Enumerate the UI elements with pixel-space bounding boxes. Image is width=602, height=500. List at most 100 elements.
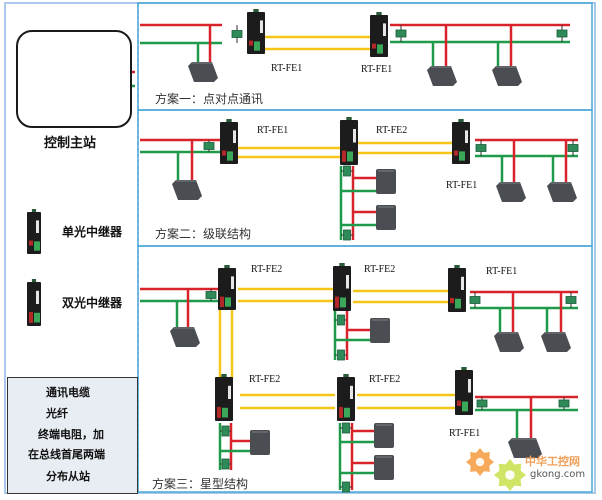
repeater-port-red <box>220 296 224 308</box>
terminal-resistor-icon <box>558 399 570 408</box>
repeater-terminal-green <box>227 151 233 161</box>
repeater-top-connector <box>221 374 227 377</box>
repeater-label-strip <box>228 385 231 399</box>
terminal-resistor-icon <box>342 422 350 434</box>
repeater-port-red <box>335 296 339 308</box>
legend-resistor-note: 在总线首尾两端 <box>28 448 105 461</box>
device-label: RT-FE1 <box>361 64 393 75</box>
repeater-port-red <box>450 297 454 304</box>
device-label: RT-FE2 <box>369 374 401 385</box>
repeater-terminal-green <box>459 151 465 161</box>
terminal-resistor-icon <box>565 296 577 304</box>
repeater-top-connector <box>458 119 464 122</box>
repeater-terminal-green <box>344 407 350 418</box>
repeater-label-strip <box>461 276 464 290</box>
slave-station-icon <box>508 438 542 458</box>
device-label: RT-FE2 <box>364 264 396 275</box>
terminal-resistor-icon <box>469 296 481 304</box>
slave-station-icon <box>494 332 524 352</box>
host-station-frame <box>16 30 132 128</box>
repeater-terminal-green <box>222 407 228 418</box>
repeater-top-connector <box>461 367 467 370</box>
slave-station-icon <box>374 455 394 480</box>
repeater-terminal-green <box>347 151 353 162</box>
repeater-top-connector <box>339 263 345 266</box>
repeater-label-strip <box>468 379 471 393</box>
scheme-2-title: 方案二：级联结构 <box>155 227 252 241</box>
repeater-label-strip <box>260 20 263 33</box>
gear-hole <box>475 457 485 467</box>
scheme-3-panel <box>137 245 593 493</box>
slave-station-icon <box>250 430 270 455</box>
slave-station-icon <box>376 169 396 194</box>
repeater-label-strip <box>36 220 39 233</box>
gear-hole <box>505 470 515 480</box>
legend-comm-cable-label: 通讯电缆 <box>46 386 90 399</box>
watermark-en: gkong.com <box>530 469 586 480</box>
repeater-label-strip <box>233 130 236 143</box>
repeater-label-strip <box>465 130 468 143</box>
slave-station-icon <box>170 327 200 347</box>
slave-station-icon <box>492 66 522 86</box>
terminal-resistor-icon <box>556 29 568 38</box>
repeater-terminal-green <box>340 297 346 308</box>
scheme-3-title: 方案三：星型结构 <box>152 477 249 491</box>
terminal-resistor-icon <box>205 291 217 299</box>
slave-station-icon <box>541 332 571 352</box>
single-repeater-label: 单光中继器 <box>62 225 123 239</box>
repeater-label-strip <box>350 385 353 399</box>
device-label: RT-FE1 <box>449 428 481 439</box>
device-label: RT-FE2 <box>251 264 283 275</box>
repeater-port-red <box>372 43 376 49</box>
slave-station-icon <box>172 180 202 200</box>
device-label: RT-FE1 <box>257 125 289 136</box>
device-label: RT-FE1 <box>271 63 303 74</box>
repeater-port-red <box>29 240 33 246</box>
repeater-top-connector <box>224 265 230 268</box>
terminal-resistor-icon <box>203 142 215 150</box>
device-label: RT-FE1 <box>486 266 518 277</box>
repeater-top-connector <box>31 209 37 212</box>
repeater-port-red <box>457 400 461 406</box>
terminal-resistor-icon <box>231 30 243 38</box>
repeater-terminal-green <box>34 312 40 323</box>
device-label: RT-FE1 <box>446 180 478 191</box>
repeater-top-connector <box>253 9 259 12</box>
slave-station-icon <box>188 62 218 82</box>
legend-fiber-label: 光纤 <box>46 407 68 420</box>
terminal-resistor-icon <box>221 425 230 437</box>
repeater-label-strip <box>231 276 234 289</box>
terminal-resistor-icon <box>567 144 579 152</box>
repeater-top-connector <box>376 12 382 15</box>
terminal-resistor-icon <box>343 229 351 241</box>
repeater-port-red <box>342 150 346 162</box>
legend-box: 通讯电缆 光纤 终端电阻，加 在总线首尾两端 分布从站 <box>7 377 138 494</box>
terminal-resistor-icon <box>343 165 351 177</box>
repeater-top-connector <box>343 374 349 377</box>
slave-station-icon <box>547 182 577 202</box>
repeater-top-connector <box>31 279 37 282</box>
legend-resistor-label: 终端电阻，加 <box>38 428 104 441</box>
repeater-label-strip <box>36 290 39 304</box>
terminal-resistor-icon <box>221 458 230 470</box>
repeater-port-red <box>29 311 33 323</box>
scheme-1-title: 方案一：点对点通讯 <box>155 92 264 106</box>
repeater-terminal-green <box>377 44 383 54</box>
repeater-port-red <box>339 406 343 418</box>
host-station-label: 控制主站 <box>43 136 96 151</box>
repeater-top-connector <box>454 265 460 268</box>
repeater-port-red <box>249 40 253 46</box>
repeater-terminal-green <box>455 298 461 309</box>
terminal-resistor-icon <box>342 481 350 493</box>
slave-station-icon <box>427 66 457 86</box>
dual-repeater-label: 双光中继器 <box>62 296 123 310</box>
terminal-resistor-icon <box>476 399 488 408</box>
repeater-port-red <box>454 150 458 156</box>
repeater-terminal-green <box>34 241 40 251</box>
repeater-label-strip <box>353 129 356 143</box>
device-label: RT-FE2 <box>376 125 408 136</box>
slave-station-icon <box>374 423 394 448</box>
repeater-port-red <box>217 406 221 418</box>
